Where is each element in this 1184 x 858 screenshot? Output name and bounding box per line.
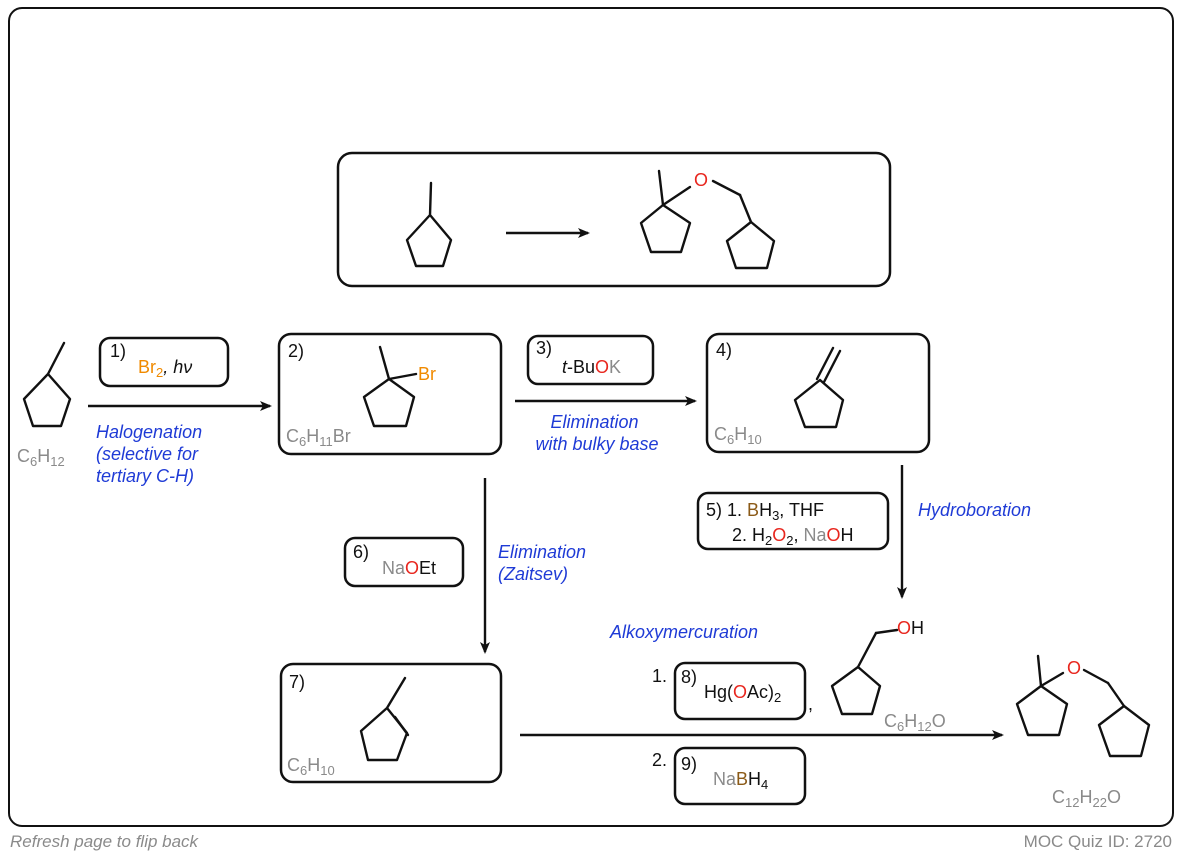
summary-product-molecule (639, 169, 776, 270)
step-6-number: 6) (353, 542, 369, 562)
intermediate-box-4 (705, 332, 931, 454)
reagent-5-line1: 5) 1. BH3, THF (706, 500, 824, 523)
exo-alkene-molecule (793, 346, 845, 429)
quiz-card (8, 7, 1174, 827)
alcohol-molecule (830, 628, 899, 716)
formula-c6h12-start: C6H12 (17, 446, 65, 469)
step-3-number: 3) (536, 338, 552, 358)
bromide-molecule (362, 345, 418, 428)
refresh-hint: Refresh page to flip back (10, 832, 199, 851)
label-halogenation: Halogenation (selective for tertiary C-H… (96, 422, 207, 486)
hydroxyl-label: OH (897, 618, 924, 638)
step-7-number: 7) (289, 672, 305, 692)
reagent-box-9 (673, 746, 807, 806)
reagent-tbuok: t-BuOK (562, 357, 621, 377)
formula-c6h10-endo: C6H10 (287, 755, 335, 778)
intermediate-box-7 (279, 662, 503, 784)
step-1-number: 1) (110, 341, 126, 361)
step-9-number: 9) (681, 754, 697, 774)
bromine-label: Br (418, 364, 436, 384)
reagent-nabh4: NaBH4 (713, 769, 768, 792)
label-hydroboration: Hydroboration (918, 500, 1031, 520)
formula-c6h10-exo: C6H10 (714, 424, 762, 447)
reagent-box-1 (98, 336, 230, 388)
reagent-naoet: NaOEt (382, 558, 436, 578)
starting-material (22, 341, 72, 428)
reagent-box-3 (526, 334, 655, 386)
ether-product-molecule (1015, 654, 1151, 758)
intermediate-box-2 (277, 332, 503, 456)
formula-c6h12o: C6H12O (884, 711, 946, 734)
step-4-number: 4) (716, 340, 732, 360)
ether-oxygen-label: O (1067, 658, 1081, 678)
endo-alkene-molecule (359, 676, 410, 762)
summary-start-molecule (405, 181, 453, 268)
label-alkoxymercuration: Alkoxymercuration (609, 622, 758, 642)
reagent-8-comma: , (808, 694, 813, 714)
step-8-prefix: 1. (652, 666, 667, 686)
reagent-box-6 (343, 536, 465, 588)
reagent-hgoac2: Hg(OAc)2 (704, 682, 781, 705)
reagent-box-8 (673, 661, 807, 721)
reagent-5-line2: 2. H2O2, NaOH (732, 525, 854, 548)
summary-oxygen-label: O (694, 170, 708, 190)
formula-c6h11br: C6H11Br (286, 426, 351, 449)
step-2-number: 2) (288, 341, 304, 361)
reagent-br2-hv: Br2, hν (138, 357, 192, 380)
summary-box (336, 151, 892, 288)
reagent-box-5 (696, 491, 890, 551)
label-elimination-bulky: Elimination with bulky base (535, 412, 658, 454)
formula-c12h22o: C12H22O (1052, 787, 1121, 810)
step-8-number: 8) (681, 667, 697, 687)
label-elimination-zaitsev: Elimination (Zaitsev) (498, 542, 591, 584)
quiz-id: MOC Quiz ID: 2720 (1023, 832, 1172, 851)
step-9-prefix: 2. (652, 750, 667, 770)
